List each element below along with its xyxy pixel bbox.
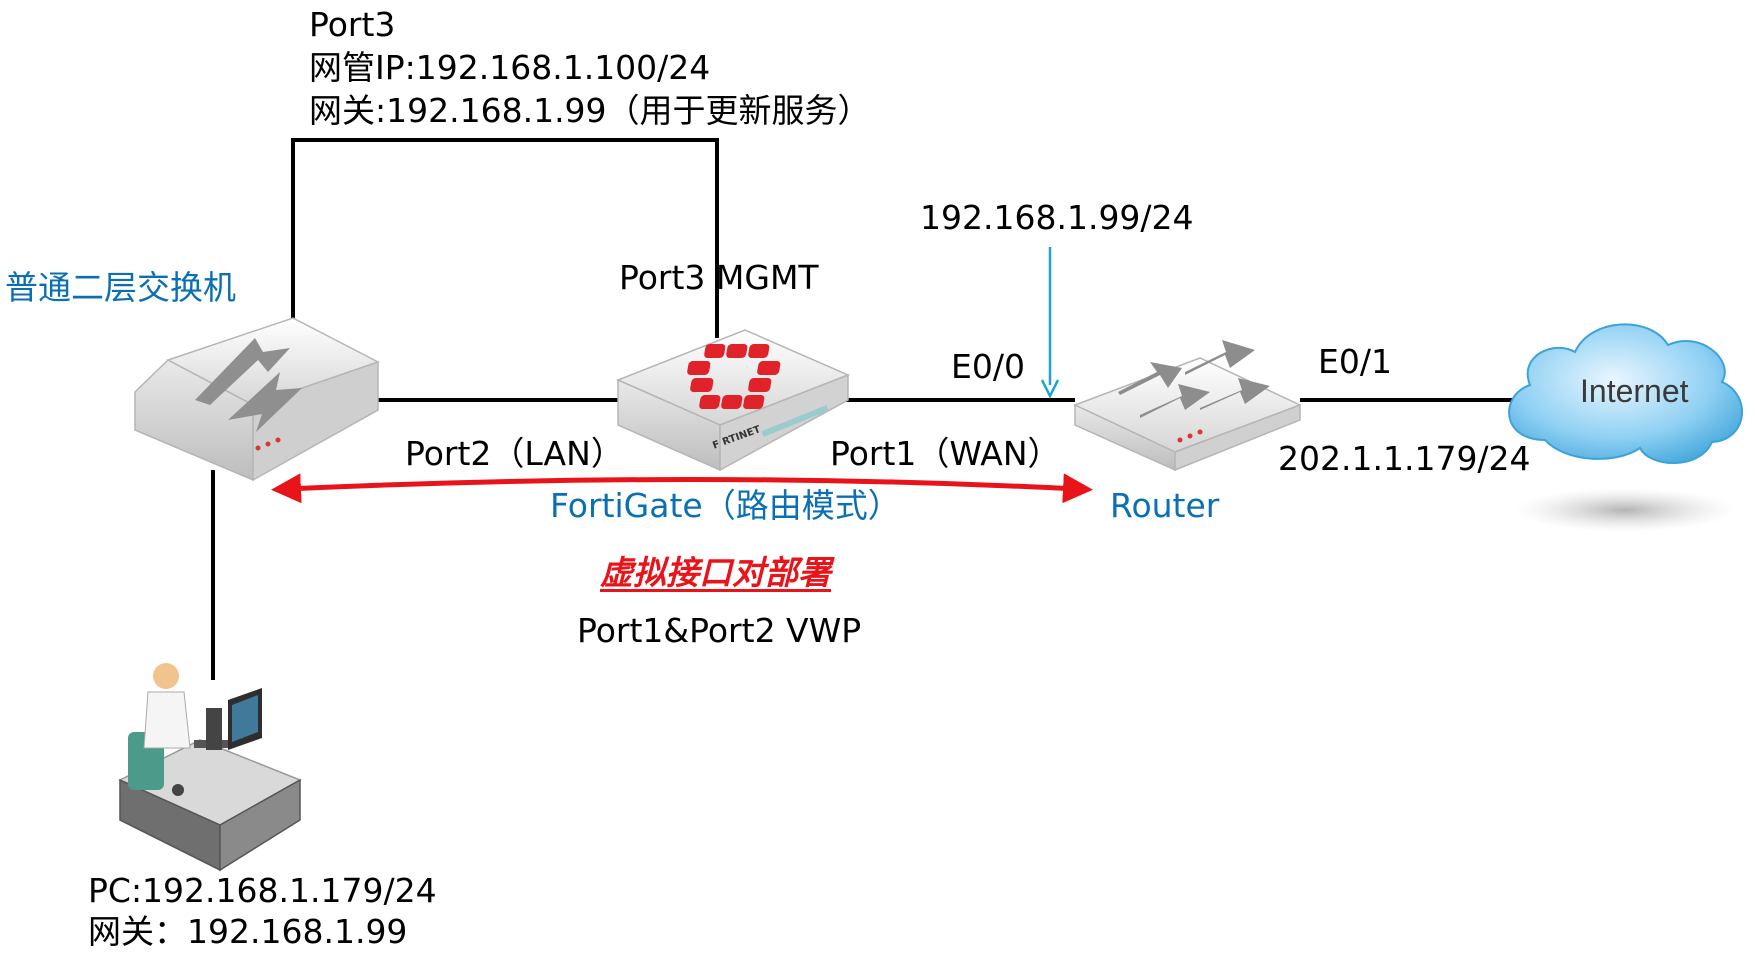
router-e0-0-label: E0/0 [951, 347, 1025, 386]
network-links [211, 138, 1520, 680]
fortinet-logo-icon [687, 344, 781, 409]
router-e0-0-ip-label: 192.168.1.99/24 [920, 198, 1194, 237]
fortigate-firewall-icon: F RTINET [616, 329, 850, 472]
port3-title-label: Port3 [309, 5, 396, 44]
router-e0-1-label: E0/1 [1318, 342, 1392, 381]
layer2-switch-icon [134, 317, 380, 482]
pc-workstation-icon [118, 663, 302, 872]
fortigate-port3-mgmt-label: Port3 MGMT [619, 258, 819, 297]
port3-mgmt-link [291, 138, 719, 338]
router-icon [1073, 340, 1302, 472]
port2-lan-label: Port2（LAN） [405, 434, 624, 473]
pc-gateway-label: 网关：192.168.1.99 [88, 912, 408, 951]
vwp-subtitle-label: Port1&Port2 VWP [577, 611, 862, 650]
internet-cloud-icon: Internet [1508, 323, 1744, 532]
port1-wan-label: Port1（WAN） [830, 434, 1061, 473]
port3-mgmt-ip-label: 网管IP:192.168.1.100/24 [309, 48, 711, 87]
router-name-label: Router [1110, 486, 1220, 525]
vwp-double-arrow [271, 473, 1093, 504]
router-ip-pointer-arrowhead [1040, 379, 1060, 399]
internet-label: Internet [1580, 373, 1689, 409]
pc-ip-label: PC:192.168.1.179/24 [88, 871, 437, 910]
switch-name-label: 普通二层交换机 [5, 268, 236, 307]
vwp-title-label: 虚拟接口对部署 [600, 553, 831, 592]
wan-ip-label: 202.1.1.179/24 [1278, 439, 1531, 478]
port3-gateway-label: 网关:192.168.1.99（用于更新服务） [309, 91, 871, 130]
fortigate-mode-label: FortiGate（路由模式） [550, 486, 901, 525]
